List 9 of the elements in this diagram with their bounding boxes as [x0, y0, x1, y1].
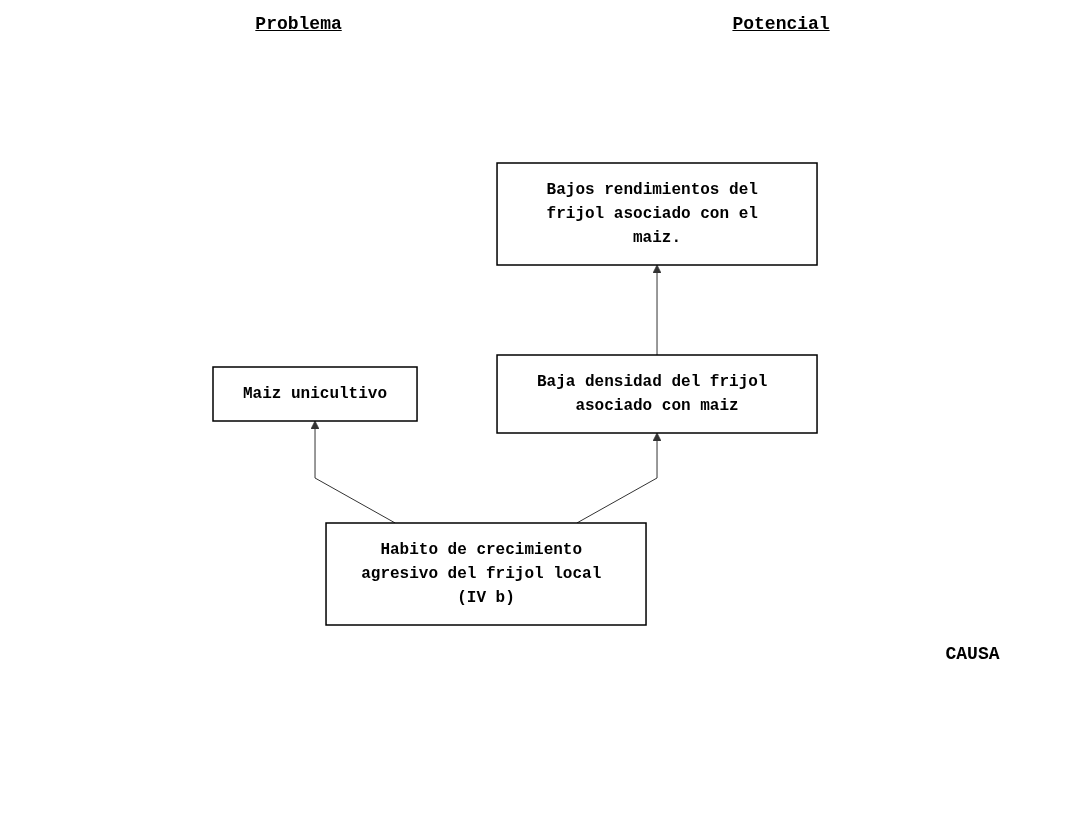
column-heading: Problema	[255, 14, 342, 34]
node-box: Habito de crecimiento agresivo del frijol local (IV b)	[325, 522, 648, 626]
side-label: CAUSA	[945, 644, 1000, 664]
node-box: Maiz unicultivo	[212, 366, 419, 422]
node-box: Baja densidad del frijol asociado con maiz	[496, 354, 819, 434]
arrow	[576, 432, 662, 524]
arrow	[653, 264, 662, 356]
node-box: Bajos rendimientos del frijol asociado con el maiz.	[496, 162, 819, 266]
column-heading: Potencial	[732, 14, 830, 34]
